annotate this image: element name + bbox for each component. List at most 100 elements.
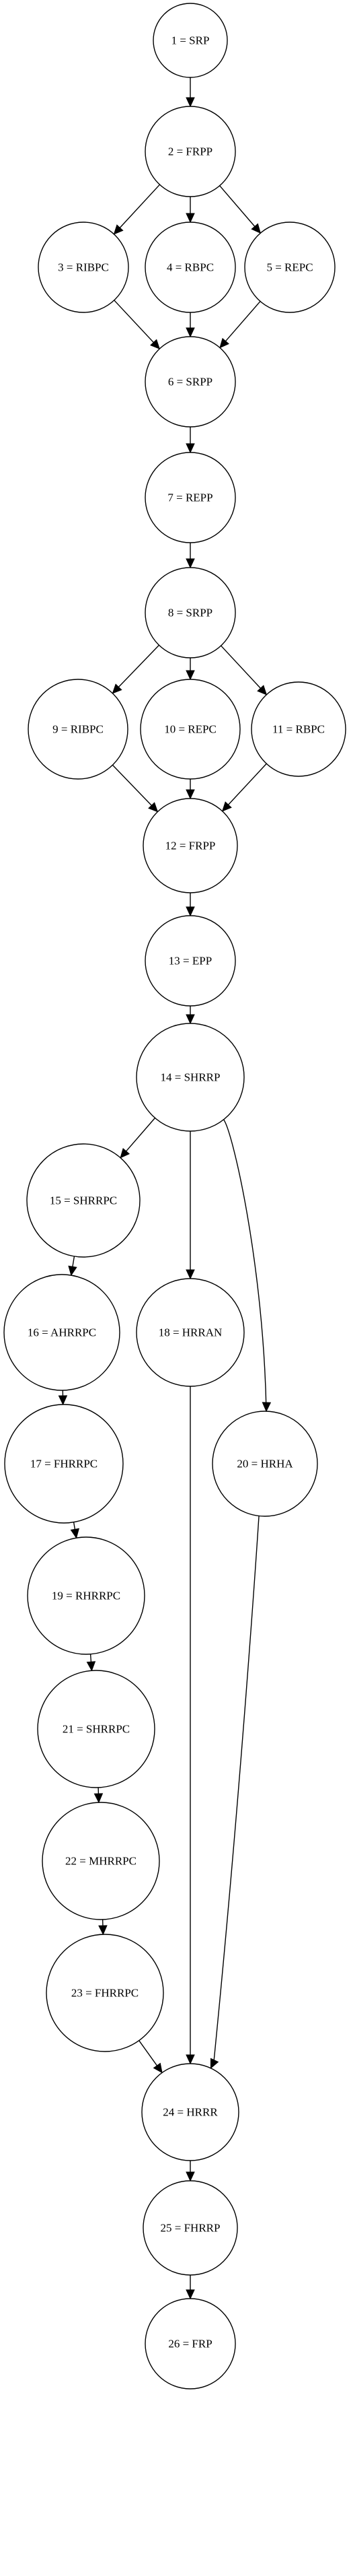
node-label: 20 = HRHA	[237, 1458, 293, 1470]
edge-14-to-18	[186, 1131, 195, 1280]
arrowhead	[186, 97, 195, 108]
node-label: 17 = FHRRPC	[30, 1458, 98, 1470]
edge-14-to-20	[223, 1119, 272, 1413]
node-label: 18 = HRRAN	[159, 1326, 223, 1339]
node-12: 12 = FRPP	[143, 798, 238, 893]
edge-2-to-5	[219, 185, 262, 234]
arrowhead	[221, 801, 232, 812]
edge-line	[73, 1522, 76, 1530]
edge-24-to-25	[186, 2161, 195, 2182]
node-label: 24 = HRRR	[163, 2106, 218, 2119]
node-label: 3 = RIBPC	[58, 261, 109, 274]
node-9: 9 = RIBPC	[28, 679, 128, 780]
node-22: 22 = MHRRPC	[42, 1802, 160, 1920]
node-label: 23 = FHRRPC	[71, 1987, 139, 2000]
node-label: 19 = RHRRPC	[52, 1590, 120, 1602]
edge-11-to-12	[221, 763, 267, 812]
arrowhead	[210, 2058, 219, 2069]
edge-3-to-6	[114, 300, 161, 349]
node-24: 24 = HRRR	[141, 2063, 239, 2161]
node-label: 9 = RIBPC	[52, 723, 104, 736]
arrowhead	[86, 1661, 96, 1672]
edge-line	[219, 185, 256, 227]
edge-13-to-14	[186, 1006, 195, 1025]
edge-19-to-21	[86, 1654, 96, 1672]
edge-23-to-24	[139, 2040, 163, 2074]
node-circle	[145, 336, 236, 428]
node-20: 20 = HRHA	[212, 1411, 318, 1517]
node-label: 4 = RBPC	[167, 261, 214, 274]
edge-8-to-11	[221, 645, 268, 696]
edge-line	[112, 764, 152, 806]
edge-9-to-12	[112, 764, 159, 813]
node-16: 16 = AHRRPC	[3, 1274, 120, 1391]
node-label: 25 = FHRRP	[161, 2222, 221, 2235]
node-25: 25 = FHRRP	[143, 2180, 238, 2276]
node-5: 5 = REPC	[244, 222, 336, 313]
arrowhead	[257, 685, 268, 696]
edge-line	[213, 1516, 260, 2062]
node-circle	[27, 1536, 145, 1655]
node-label: 13 = EPP	[169, 955, 212, 968]
node-circle	[145, 2298, 236, 2389]
arrowhead	[186, 2171, 195, 2182]
node-label: 12 = FRPP	[165, 840, 216, 852]
node-circle	[141, 2063, 239, 2161]
node-14: 14 = SHRRP	[136, 1023, 245, 1132]
node-circle	[145, 222, 236, 313]
arrowhead	[262, 1402, 272, 1413]
edge-12-to-13	[186, 893, 195, 917]
node-circle	[3, 1274, 120, 1391]
arrowhead	[186, 1269, 195, 1280]
edge-15-to-16	[68, 1256, 77, 1277]
arrowhead	[98, 1925, 108, 1936]
node-label: 26 = FRP	[168, 2338, 212, 2350]
edge-10-to-12	[186, 779, 195, 800]
arrowhead	[186, 2289, 195, 2300]
node-circle	[4, 1404, 124, 1524]
node-label: 14 = SHRRP	[161, 1071, 221, 1084]
arrowhead	[120, 1147, 130, 1159]
edge-6-to-7	[186, 427, 195, 454]
node-21: 21 = SHRRPC	[37, 1670, 155, 1788]
node-label: 1 = SRP	[171, 34, 210, 47]
arrowhead	[186, 443, 195, 454]
arrowhead	[186, 327, 195, 338]
node-11: 11 = RBPC	[251, 681, 346, 777]
arrowhead	[93, 1793, 104, 1804]
arrowhead	[113, 224, 124, 235]
edge-21-to-22	[93, 1787, 104, 1804]
arrowhead	[186, 789, 195, 800]
arrowhead	[70, 1528, 80, 1539]
arrowhead	[112, 683, 122, 694]
edge-2-to-3	[113, 184, 161, 235]
arrowhead	[186, 213, 195, 224]
arrowhead	[186, 558, 195, 569]
edge-25-to-26	[186, 2275, 195, 2300]
node-7: 7 = REPP	[145, 452, 236, 543]
edge-line	[118, 644, 159, 687]
edge-8-to-10	[186, 658, 195, 681]
edge-4-to-6	[186, 312, 195, 338]
node-2: 2 = FRPP	[145, 106, 236, 197]
arrowhead	[219, 337, 229, 349]
arrowhead	[153, 2062, 163, 2074]
node-circle	[145, 915, 236, 1007]
node-4: 4 = RBPC	[145, 222, 236, 313]
node-label: 10 = REPC	[164, 723, 217, 736]
node-26: 26 = FRP	[145, 2298, 236, 2389]
arrowhead	[150, 339, 161, 349]
edge-line	[119, 184, 161, 228]
node-circle	[26, 1143, 141, 1258]
arrowhead	[186, 670, 195, 681]
edge-1-to-2	[186, 77, 195, 108]
node-10: 10 = REPC	[140, 679, 241, 780]
node-3: 3 = RIBPC	[38, 222, 129, 313]
node-circle	[145, 106, 236, 197]
edge-22-to-23	[98, 1919, 108, 1936]
edge-16-to-17	[58, 1390, 68, 1406]
edge-line	[72, 1256, 75, 1267]
node-circle	[136, 1278, 245, 1387]
node-circle	[212, 1411, 318, 1517]
